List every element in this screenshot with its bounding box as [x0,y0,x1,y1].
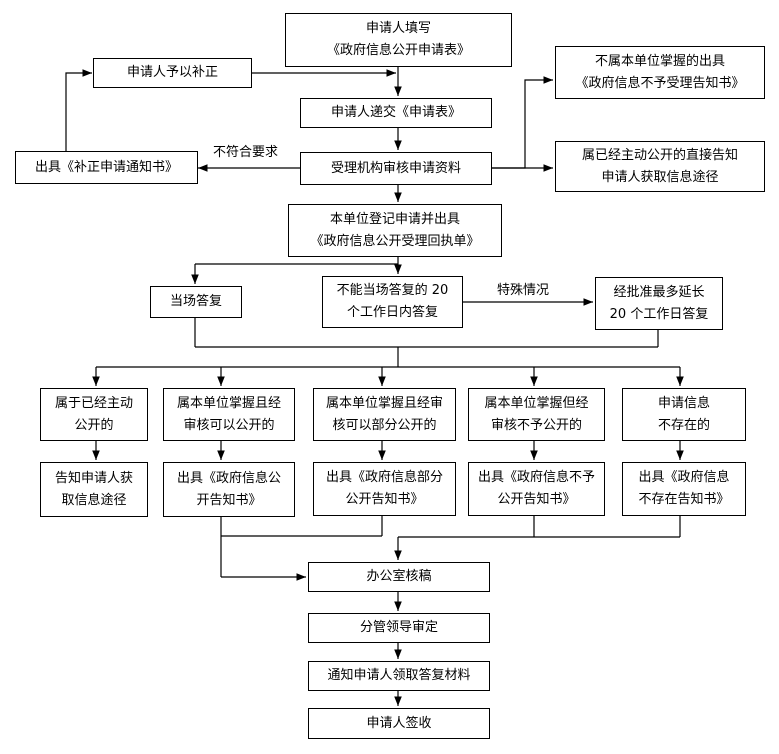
output-disclosure-notice: 出具《政府信息公 开告知书》 [163,462,295,517]
already-public-node: 属已经主动公开的直接告知 申请人获取信息途径 [555,141,765,192]
fill-form-node: 申请人填写 《政府信息公开申请表》 [285,13,512,67]
not-meet-label: 不符合要求 [213,145,279,160]
notify-applicant-node: 通知申请人领取答复材料 [308,661,490,691]
on-spot-node: 当场答复 [150,286,242,318]
category-can-disclose: 属本单位掌握且经 审核可以公开的 [163,388,295,441]
not-ours-node: 不属本单位掌握的出具 《政府信息不予受理告知书》 [555,46,765,99]
category-already-public: 属于已经主动 公开的 [40,388,148,441]
category-partial-disclose: 属本单位掌握且经审 核可以部分公开的 [313,388,456,441]
leader-approval-node: 分管领导审定 [308,613,490,643]
supplement-node: 申请人予以补正 [93,58,252,88]
within-20-days-node: 不能当场答复的 20 个工作日内答复 [322,276,463,328]
output-inform-route: 告知申请人获 取信息途径 [40,462,148,517]
review-node: 受理机构审核申请资料 [300,152,492,185]
correction-notice-node: 出具《补正申请通知书》 [15,151,198,184]
applicant-sign-node: 申请人签收 [308,708,490,739]
special-case-label: 特殊情况 [497,283,550,298]
category-not-exist: 申请信息 不存在的 [622,388,746,441]
register-node: 本单位登记申请并出具 《政府信息公开受理回执单》 [288,204,502,257]
output-refusal-notice: 出具《政府信息不予 公开告知书》 [468,462,605,516]
output-not-exist-notice: 出具《政府信息 不存在告知书》 [622,462,746,516]
office-review-node: 办公室核稿 [308,562,490,592]
extend-node: 经批准最多延长 20 个工作日答复 [595,277,723,330]
category-not-disclose: 属本单位掌握但经 审核不予公开的 [468,388,605,441]
submit-node: 申请人递交《申请表》 [300,98,492,128]
output-partial-notice: 出具《政府信息部分 公开告知书》 [313,462,456,516]
